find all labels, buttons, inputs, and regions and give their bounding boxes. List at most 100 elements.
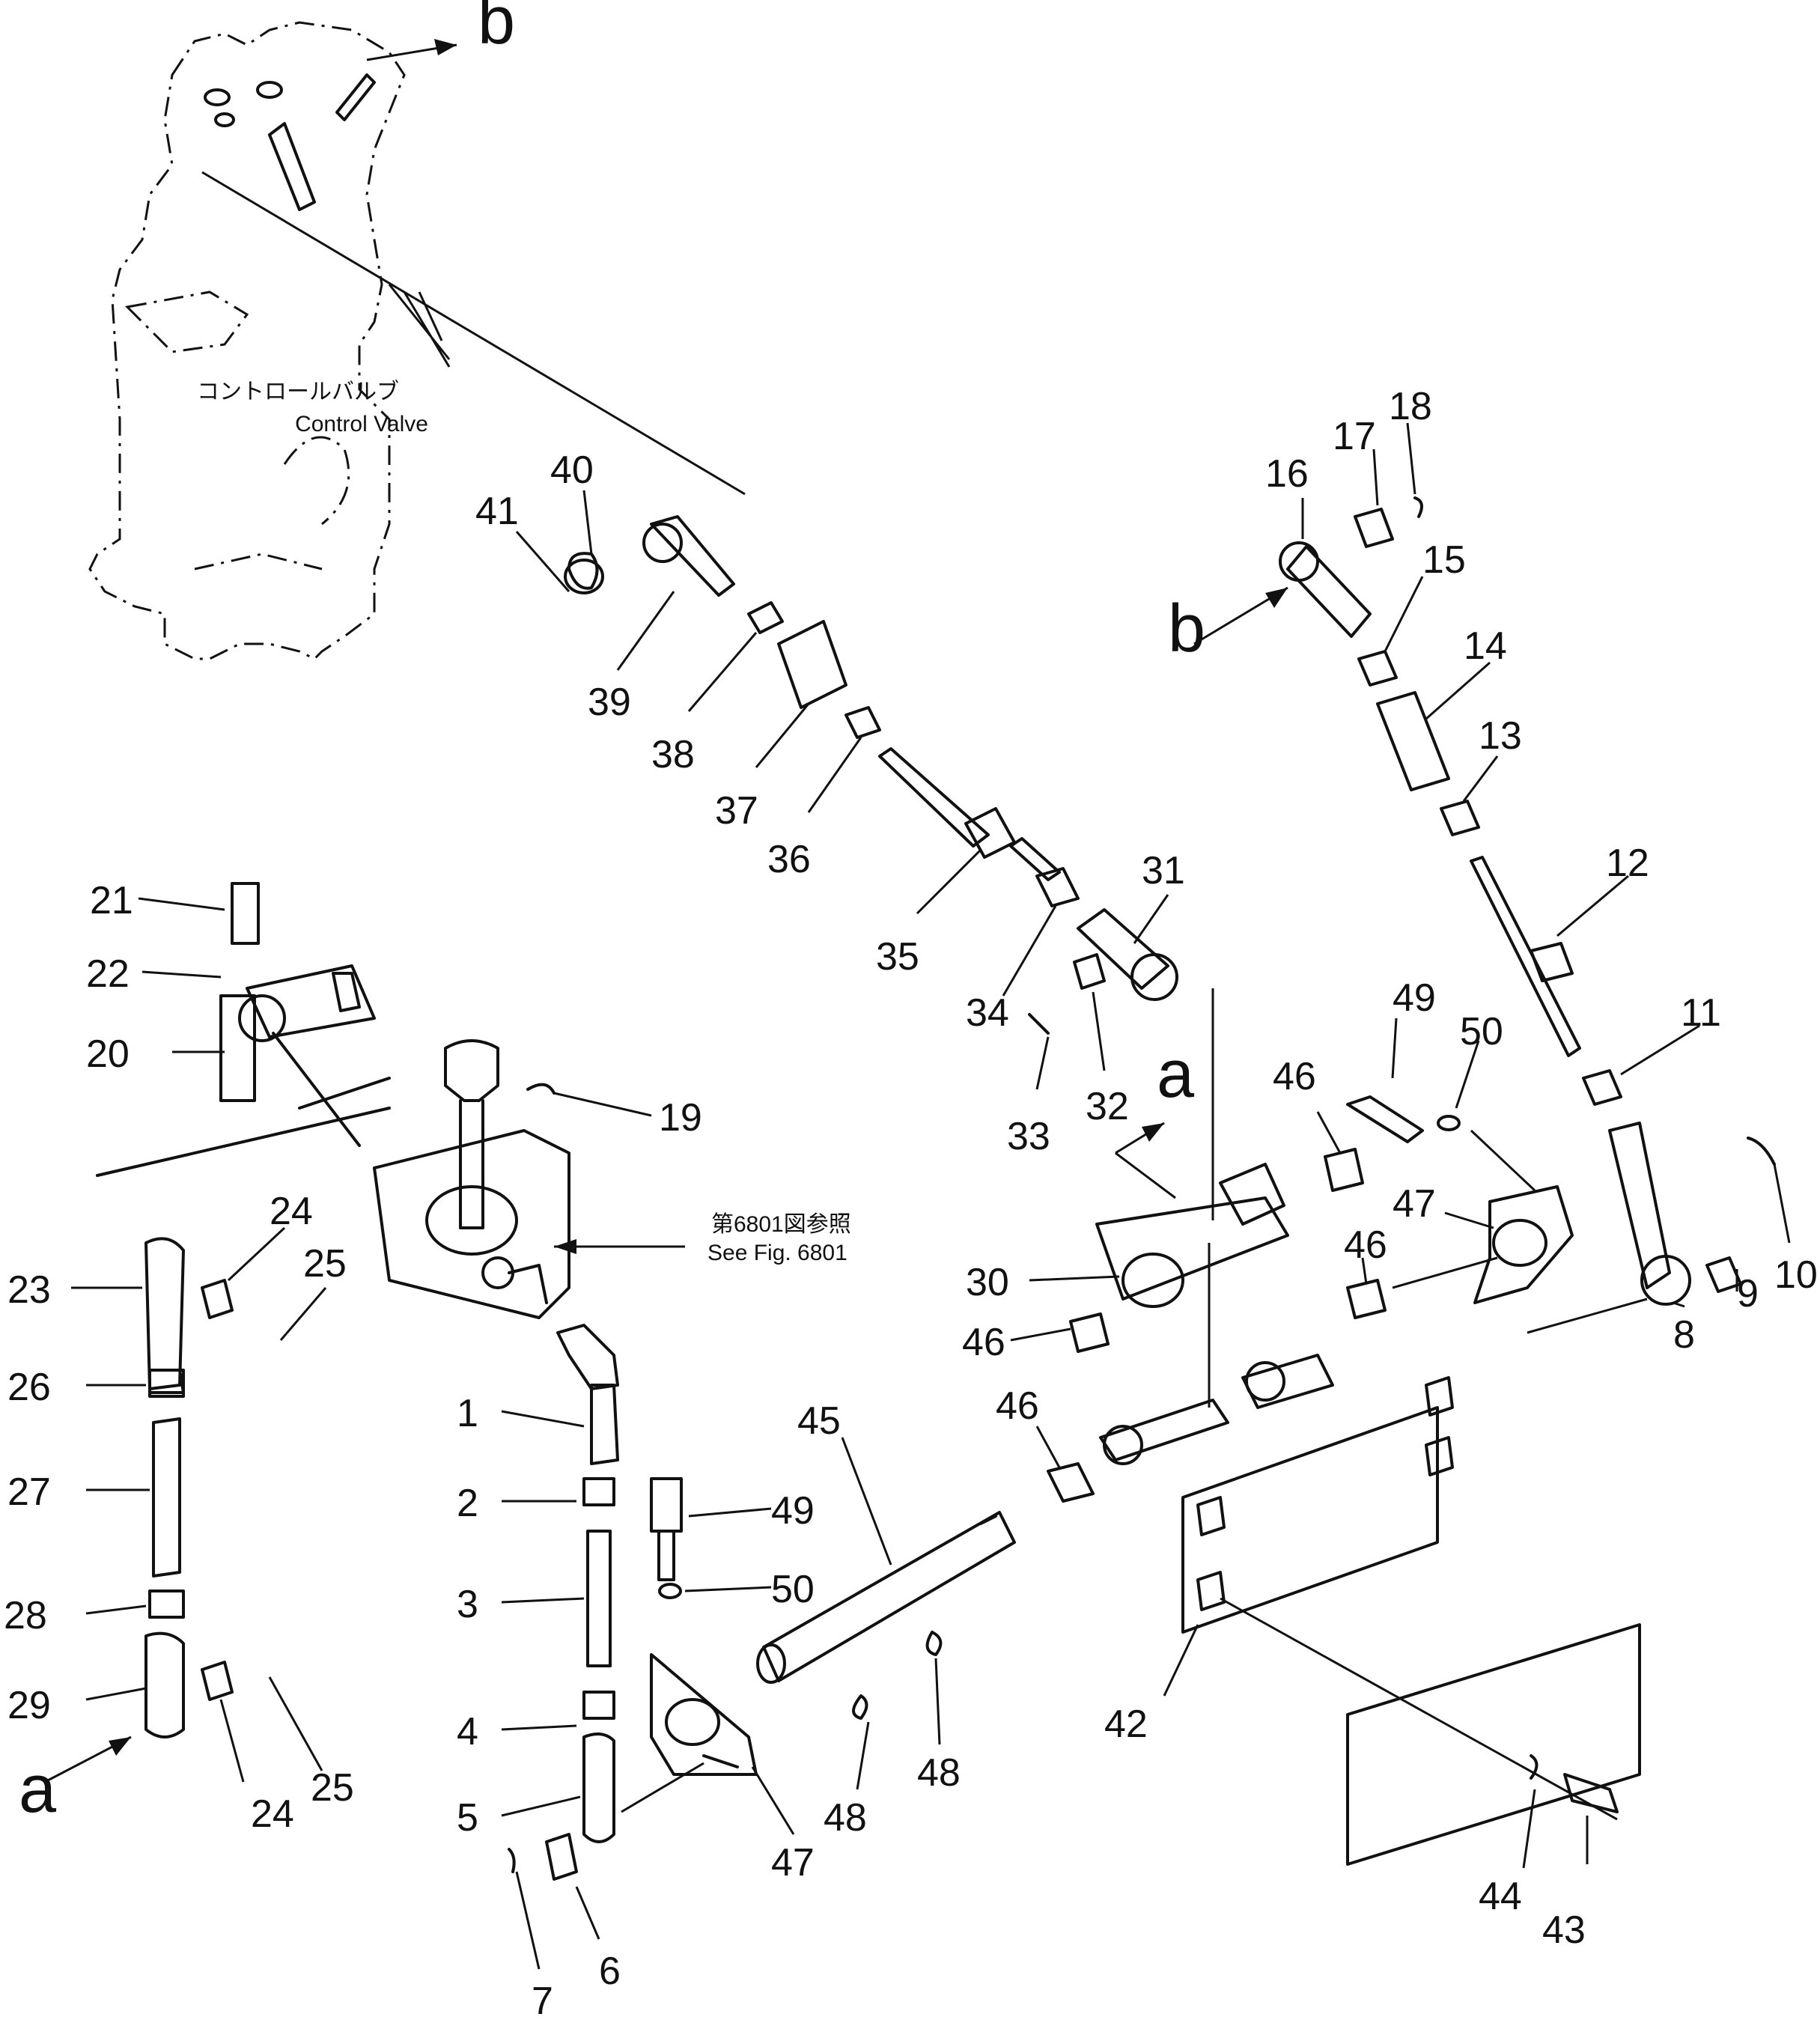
callout-17: 17: [1333, 415, 1379, 506]
part-number: 21: [90, 879, 133, 922]
callout-15: 15: [1384, 538, 1466, 652]
callout-46-upper: 46: [1273, 1055, 1342, 1154]
part-number: 50: [1460, 1010, 1503, 1053]
part-number: 15: [1422, 538, 1466, 582]
part-number: 7: [532, 1980, 553, 2017]
callout-23: 23: [7, 1268, 142, 1312]
reference-label-en: See Fig. 6801: [707, 1241, 847, 1265]
part-number: 8: [1673, 1313, 1695, 1357]
part-number: 45: [797, 1399, 841, 1443]
callout-29: 29: [7, 1684, 147, 1727]
part-number: 41: [475, 490, 519, 533]
callout-5: 5: [457, 1795, 581, 1840]
part-number: 25: [311, 1766, 354, 1810]
left-rod-assembly: a: [19, 1237, 234, 1827]
control-valve-label-en: Control Valve: [295, 412, 428, 436]
part-number: 16: [1265, 452, 1309, 496]
callout-8: 8: [1673, 1301, 1695, 1357]
reference-label-jp: 第6801図参照: [711, 1212, 851, 1237]
callout-46-mid-left: 46: [962, 1321, 1071, 1364]
link-line-49-50-to-47: [1470, 1129, 1536, 1192]
link-line-5-to-47: [621, 1762, 704, 1813]
upper-rod-assembly: [564, 515, 1178, 1035]
lever-and-handle: 第6801図参照 See Fig. 6801: [96, 882, 851, 1465]
callout-30: 30: [966, 1261, 1120, 1304]
center-rod-assembly: [508, 1477, 758, 1881]
part-number: 18: [1389, 385, 1432, 428]
callout-27: 27: [7, 1470, 150, 1514]
part-number: 34: [966, 991, 1009, 1035]
part-number: 32: [1086, 1085, 1129, 1128]
bracket-42: [1099, 1243, 1641, 1866]
part-number: 4: [457, 1710, 478, 1753]
part-number: 46: [962, 1321, 1005, 1364]
part-number: 46: [1344, 1223, 1387, 1267]
callout-24-lower: 24: [219, 1699, 294, 1836]
part-number: 48: [824, 1796, 867, 1840]
part-number: 36: [767, 838, 811, 881]
callout-13: 13: [1462, 714, 1522, 802]
part-number: 49: [771, 1489, 815, 1533]
part-number: 2: [457, 1482, 478, 1525]
callout-46-lower: 46: [996, 1384, 1061, 1468]
part-number: 31: [1142, 849, 1185, 892]
callout-50-lower: 50: [684, 1568, 815, 1611]
callout-47-lower: 47: [751, 1766, 815, 1884]
connection-letter-a-left: a: [19, 1752, 57, 1827]
part-number: 10: [1774, 1253, 1818, 1297]
callout-49-right: 49: [1391, 976, 1436, 1079]
part-number: 48: [917, 1751, 961, 1795]
part-number: 1: [457, 1392, 478, 1435]
part-number: 50: [771, 1568, 815, 1611]
callout-20: 20: [86, 1032, 225, 1076]
callout-21: 21: [90, 879, 225, 922]
shaft-assembly: [756, 1462, 1095, 1720]
part-number: 20: [86, 1032, 130, 1076]
callout-46-mid-right: 46: [1344, 1223, 1387, 1285]
callout-12: 12: [1556, 842, 1649, 937]
connection-letter-b-right: b: [1168, 591, 1205, 666]
callout-31: 31: [1133, 849, 1185, 944]
part-number: 23: [7, 1268, 51, 1312]
callout-10: 10: [1773, 1163, 1818, 1297]
callout-33: 33: [1007, 1036, 1050, 1158]
link-line-46-to-47: [1392, 1256, 1498, 1289]
part-number: 44: [1479, 1875, 1522, 1918]
connection-letter-a-center: a: [1157, 1037, 1195, 1112]
part-number: 30: [966, 1261, 1009, 1304]
part-number: 26: [7, 1366, 51, 1409]
callout-48-left: 48: [824, 1721, 870, 1840]
part-number: 40: [550, 448, 594, 492]
lever-30-and-arm-47: a: [1069, 1037, 1574, 1353]
part-number: 25: [303, 1242, 347, 1286]
part-number: 27: [7, 1470, 51, 1514]
callout-3: 3: [457, 1583, 585, 1626]
callout-18: 18: [1389, 385, 1432, 495]
callout-25-lower: 25: [268, 1676, 354, 1810]
callout-40: 40: [550, 448, 594, 555]
callout-34: 34: [966, 905, 1057, 1035]
part-number: 9: [1737, 1272, 1759, 1315]
part-number: 17: [1333, 415, 1376, 458]
part-number: 13: [1479, 714, 1522, 758]
part-number: 24: [251, 1792, 294, 1836]
control-valve-label-jp: コントロールバルブ: [197, 380, 399, 404]
callout-4: 4: [457, 1710, 577, 1753]
part-number: 42: [1104, 1703, 1148, 1746]
callout-19: 19: [553, 1092, 702, 1140]
callout-42: 42: [1104, 1624, 1199, 1746]
callout-25-upper: 25: [279, 1242, 347, 1341]
link-line-a-to-30: [1115, 1152, 1176, 1199]
part-number: 47: [771, 1841, 815, 1884]
connection-letter-b-top: b: [478, 0, 515, 58]
callout-44: 44: [1479, 1789, 1536, 1918]
part-number: 39: [588, 681, 631, 724]
callout-24-upper: 24: [227, 1190, 313, 1282]
callout-32: 32: [1086, 991, 1129, 1128]
right-rod-assembly: b: [1168, 496, 1776, 1306]
callout-22: 22: [86, 952, 222, 996]
callout-39: 39: [588, 591, 675, 724]
part-number: 22: [86, 952, 130, 996]
callout-41: 41: [475, 490, 570, 592]
